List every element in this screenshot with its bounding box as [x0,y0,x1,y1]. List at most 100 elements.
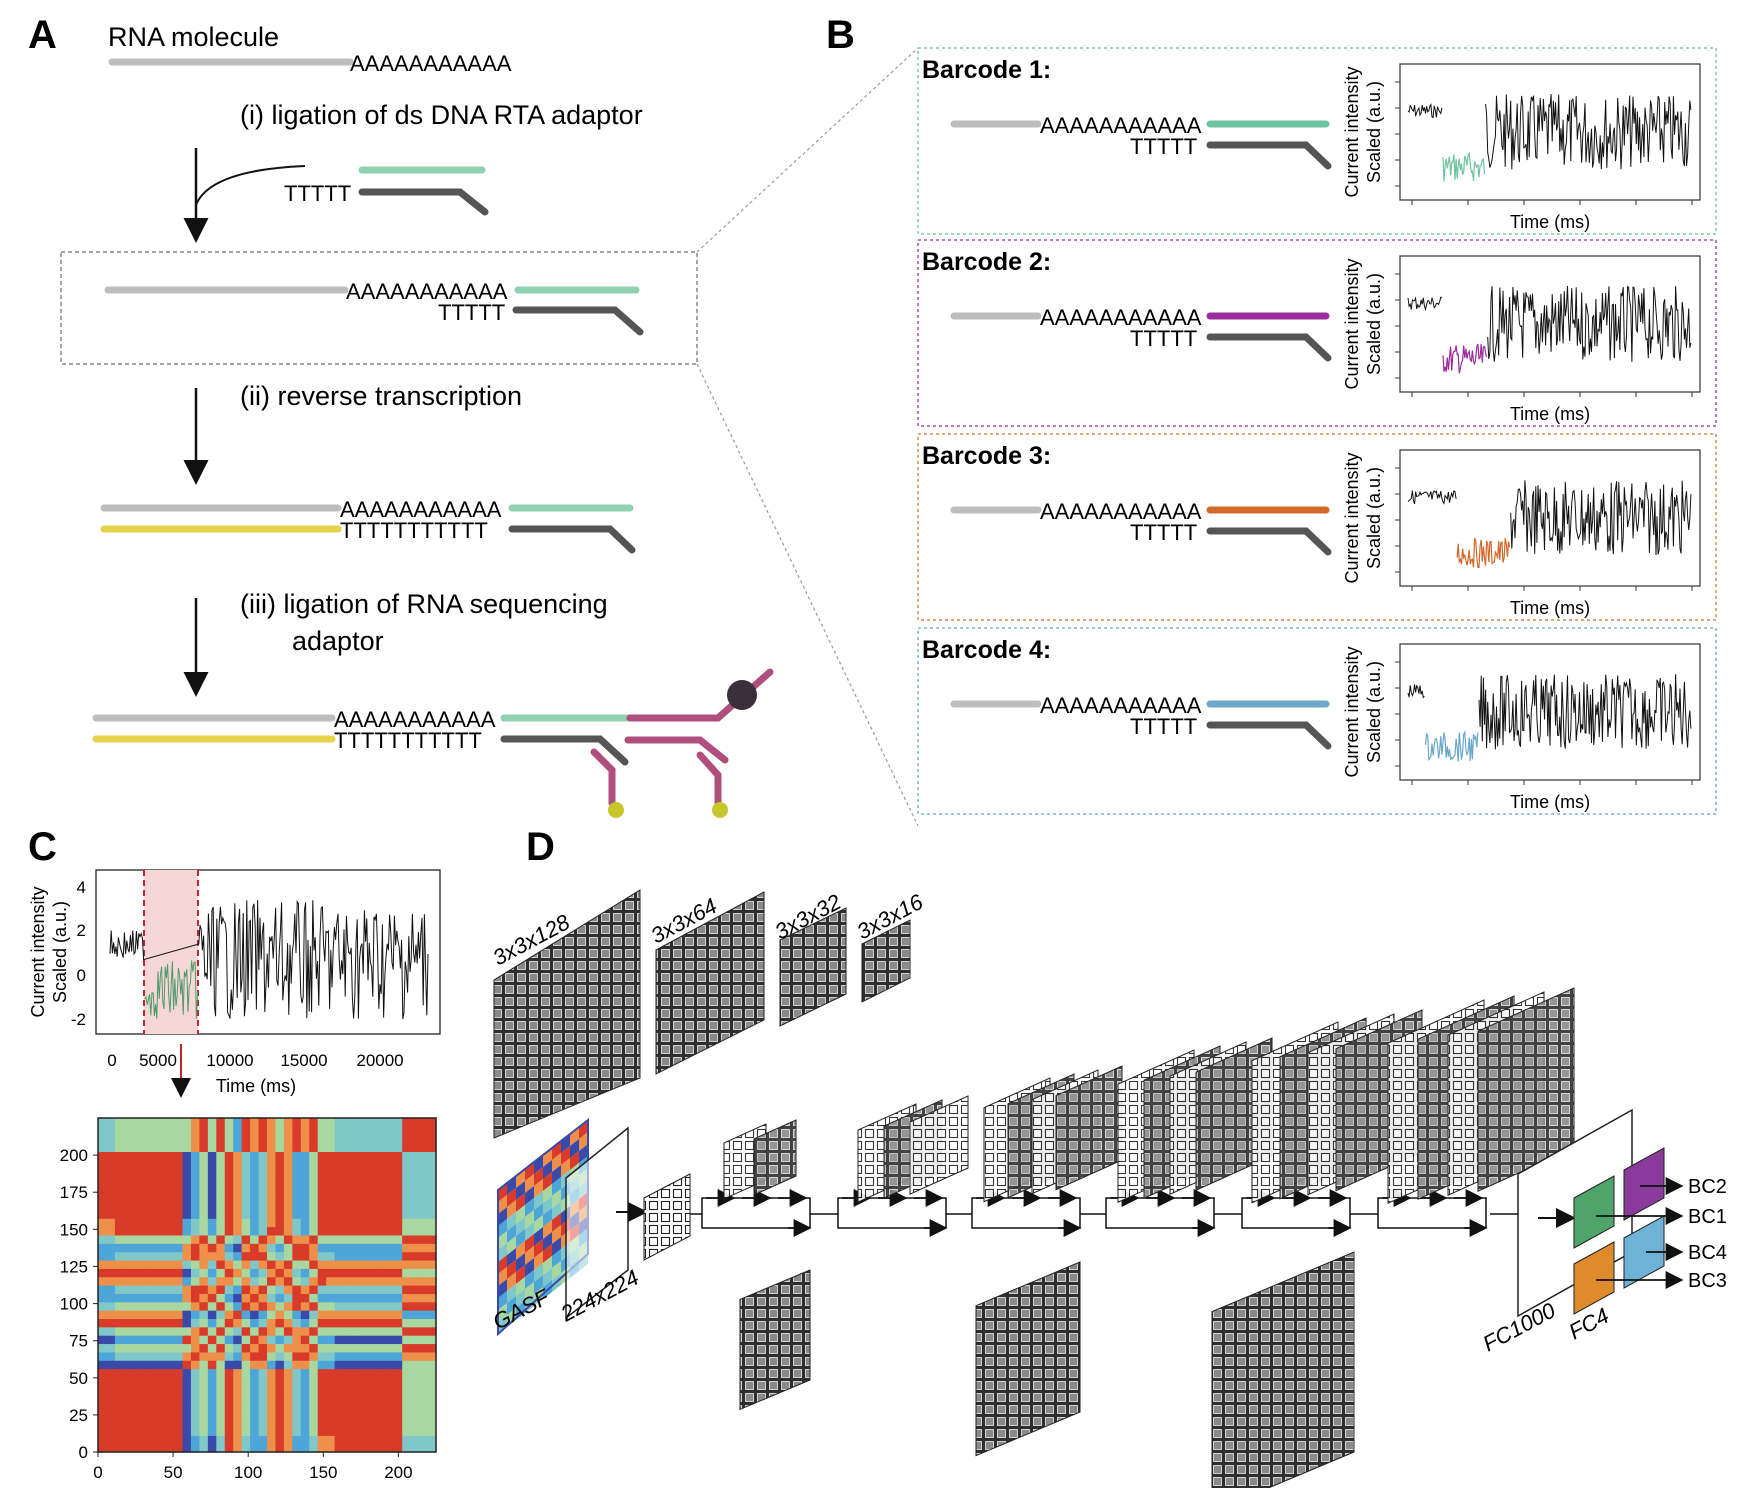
heatmap-cell [190,1418,200,1428]
heatmap-cell [292,1368,302,1378]
heatmap-cell [410,1418,420,1428]
heatmap-cell [123,1293,133,1303]
heatmap-cell [131,1276,141,1286]
heatmap-cell [140,1243,150,1253]
heatmap-cell [190,1293,200,1303]
heatmap-cell [359,1201,369,1211]
heatmap-cell [300,1118,310,1127]
heatmap-cell [199,1168,209,1178]
heatmap-cell [292,1293,302,1303]
heatmap-cell [419,1251,429,1261]
barcode-polya: AAAAAAAAAAA [1040,499,1202,524]
heatmap-cell [317,1218,327,1228]
heatmap-cell [123,1259,133,1269]
heatmap-cell [317,1193,327,1203]
gasf-cell [534,1263,543,1282]
heatmap-cell [157,1318,167,1328]
heatmap-cell [199,1226,209,1236]
heatmap-cell [190,1268,200,1278]
heatmap-cell [343,1393,353,1403]
gasf-cell [507,1212,516,1231]
heatmap-cell [309,1268,319,1278]
heatmap-cell [148,1285,158,1294]
heatmap-cell [300,1326,310,1336]
heatmap-cell [292,1143,302,1152]
heatmap-cell [267,1310,277,1319]
heatmap-cell [241,1268,251,1278]
heatmap-cell [140,1118,150,1127]
heatmap-cell [427,1143,437,1152]
heatmap-cell [157,1126,167,1136]
heatmap-cell [419,1143,429,1152]
heatmap-cell [402,1393,412,1403]
heatmap-cell [334,1326,344,1336]
heatmap-cell [199,1218,209,1228]
heatmap-cell [140,1293,150,1303]
heatmap-cell [402,1310,412,1319]
heatmap-cell [275,1418,285,1428]
heatmap-cell [233,1376,243,1386]
heatmap-cell [283,1168,293,1178]
heatmap-cell [376,1259,386,1269]
heatmap-cell [283,1118,293,1127]
heatmap-cell [343,1176,353,1186]
heatmap-cell [393,1443,403,1453]
heatmap-cell [402,1118,412,1127]
heatmap-cell [157,1343,167,1353]
heatmap-cell [385,1243,395,1253]
heatmap-cell [402,1285,412,1294]
heatmap-cell [131,1209,141,1219]
heatmap-cell [250,1118,260,1127]
heatmap-cell [250,1259,260,1269]
heatmap-cell [309,1234,319,1244]
heatmap-cell [402,1443,412,1453]
heatmap-cell [326,1193,336,1203]
heatmap-cell [351,1159,361,1169]
heatmap-cell [258,1159,268,1169]
heatmap-cell [326,1176,336,1186]
gasf-cell [543,1160,552,1179]
heatmap-cell [250,1393,260,1403]
heatmap-cell [207,1410,217,1420]
heatmap-cell [199,1126,209,1136]
heatmap-cell [216,1168,226,1178]
heatmap-cell [376,1343,386,1353]
heatmap-cell [106,1268,116,1278]
heatmap-cell [393,1285,403,1294]
heatmap-cell [216,1285,226,1294]
heatmap-cell [182,1326,192,1336]
heatmap-cell [410,1343,420,1353]
heatmap-cell [326,1285,336,1294]
heatmap-cell [165,1385,175,1395]
heatmap-cell [309,1385,319,1395]
heatmap-cell [326,1118,336,1127]
heatmap-cell [334,1318,344,1328]
heatmap-cell [157,1151,167,1161]
heatmap-cell [368,1285,378,1294]
heatmap-cell [98,1293,108,1303]
heatmap-cell [368,1318,378,1328]
heatmap-cell [283,1134,293,1144]
heatmap-cell [385,1276,395,1286]
polya-3: AAAAAAAAAAA [340,497,502,522]
heatmap-cell [233,1393,243,1403]
heatmap-cell [98,1176,108,1186]
heatmap-cell [224,1368,234,1378]
heatmap-cell [267,1159,277,1169]
heatmap-cell [385,1335,395,1345]
heatmap-cell [114,1410,124,1420]
heatmap-cell [190,1410,200,1420]
heatmap-cell [267,1251,277,1261]
heatmap-cell [216,1293,226,1303]
heatmap-cell [233,1118,243,1127]
heatmap-cell [402,1159,412,1169]
heatmap-cell [148,1193,158,1203]
heatmap-cell [165,1184,175,1194]
xtick-0: 0 [107,1051,116,1070]
barcode-xlabel: Time (ms) [1510,212,1590,232]
heatmap-cell [140,1234,150,1244]
heatmap-cell [199,1418,209,1428]
heatmap-cell [359,1293,369,1303]
heatmap-xtick: 0 [93,1463,102,1482]
